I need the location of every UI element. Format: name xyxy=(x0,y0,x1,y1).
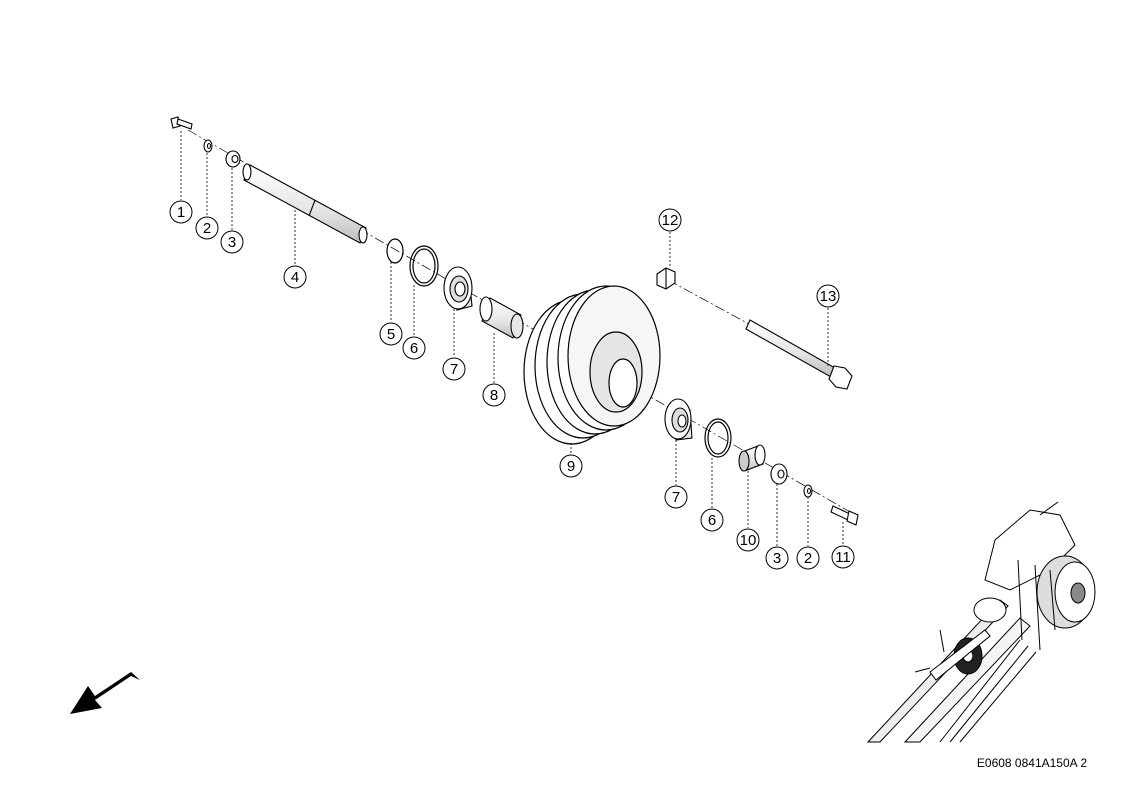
drawing-reference-code: E0608 0841A150A 2 xyxy=(976,756,1087,770)
callout-6-right: 6 xyxy=(700,508,724,532)
part-3-spacer-right xyxy=(770,463,788,485)
part-7-bearing-right xyxy=(664,398,693,441)
part-5-snap-ring xyxy=(386,238,404,264)
part-12-nut xyxy=(656,267,676,290)
svg-text:2: 2 xyxy=(804,550,812,567)
part-10-sleeve xyxy=(738,444,766,472)
svg-text:5: 5 xyxy=(387,326,395,343)
svg-text:3: 3 xyxy=(773,550,781,567)
svg-text:13: 13 xyxy=(820,288,837,305)
part-6-circlip-right xyxy=(704,418,732,458)
part-8-bushing xyxy=(479,296,524,339)
callout-3: 3 xyxy=(220,230,244,254)
part-9-pulley xyxy=(523,285,661,445)
svg-text:3: 3 xyxy=(228,234,236,251)
callout-9: 9 xyxy=(559,454,583,478)
callout-13: 13 xyxy=(816,284,840,308)
svg-text:10: 10 xyxy=(740,532,757,549)
svg-text:7: 7 xyxy=(450,361,458,378)
svg-text:2: 2 xyxy=(203,220,211,237)
callout-1: 1 xyxy=(169,200,193,224)
callout-10: 10 xyxy=(736,528,760,552)
part-3-spacer xyxy=(225,150,241,168)
callout-4: 4 xyxy=(283,265,307,289)
callout-5: 5 xyxy=(379,322,403,346)
svg-text:4: 4 xyxy=(291,269,299,286)
callout-11: 11 xyxy=(831,545,855,569)
leader-lines xyxy=(180,131,844,546)
callout-8: 8 xyxy=(482,383,506,407)
callout-7: 7 xyxy=(442,357,466,381)
svg-text:6: 6 xyxy=(410,340,418,357)
svg-text:9: 9 xyxy=(567,458,575,475)
part-2-washer xyxy=(203,139,213,153)
callout-2: 2 xyxy=(195,216,219,240)
location-inset-sketch xyxy=(866,501,1096,743)
callout-12: 12 xyxy=(658,208,682,232)
callout-6: 6 xyxy=(402,336,426,360)
svg-text:7: 7 xyxy=(672,489,680,506)
svg-text:8: 8 xyxy=(490,387,498,404)
part-4-shaft xyxy=(242,163,368,244)
arrow-down-left-icon xyxy=(70,672,140,714)
callout-3-right: 3 xyxy=(765,546,789,570)
svg-text:12: 12 xyxy=(662,212,679,229)
part-11-bolt xyxy=(830,505,859,526)
part-1-bolt xyxy=(170,116,193,130)
part-7-bearing xyxy=(443,266,473,311)
part-2-washer-right xyxy=(803,484,813,498)
part-13-long-bolt xyxy=(745,319,853,390)
callout-7-right: 7 xyxy=(664,485,688,509)
part-6-circlip xyxy=(409,245,439,287)
svg-text:6: 6 xyxy=(708,512,716,529)
svg-text:1: 1 xyxy=(177,204,185,221)
svg-text:11: 11 xyxy=(835,549,851,566)
callout-2-right: 2 xyxy=(796,546,820,570)
